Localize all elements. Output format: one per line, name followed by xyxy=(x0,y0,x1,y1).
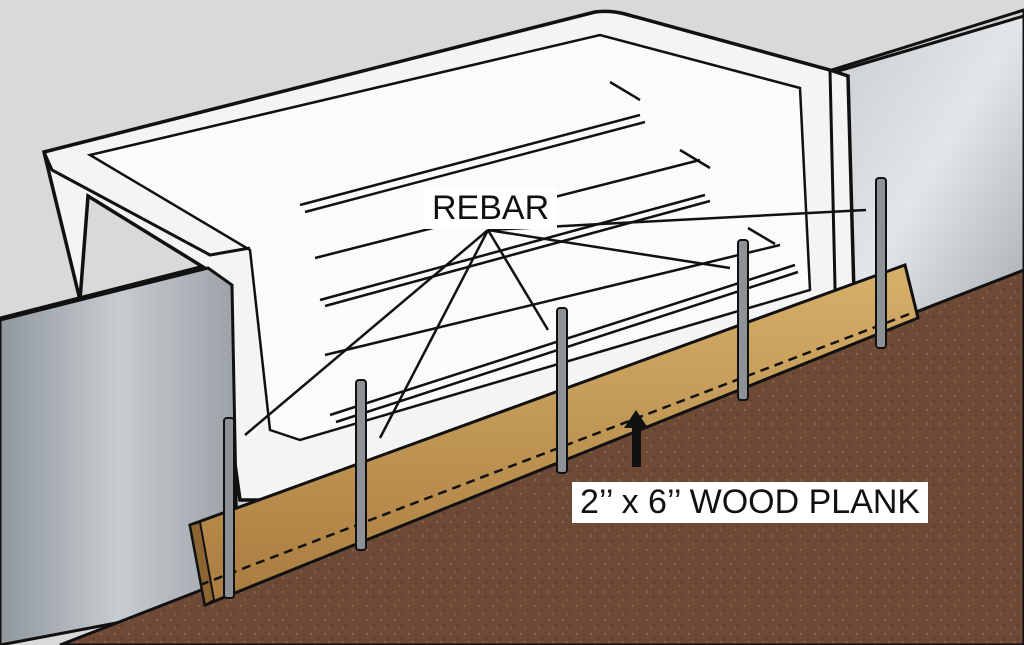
bathtub-rim xyxy=(86,33,812,442)
tub-side-edge xyxy=(828,69,838,331)
bathtub-rim-edge xyxy=(42,151,251,257)
rebar-stake-2 xyxy=(355,379,367,551)
rebar-stake-3 xyxy=(556,307,568,474)
rebar-stake-5 xyxy=(875,177,887,349)
wood-plank-label: 2’’ x 6’’ WOOD PLANK xyxy=(572,482,929,523)
rebar-stake-1 xyxy=(223,417,235,599)
rebar-label: REBAR xyxy=(424,188,558,229)
rebar-stakes xyxy=(223,177,887,599)
rebar-leader-lines xyxy=(244,208,867,439)
rebar-stake-4 xyxy=(737,239,749,401)
pointer-arrow xyxy=(624,410,648,467)
